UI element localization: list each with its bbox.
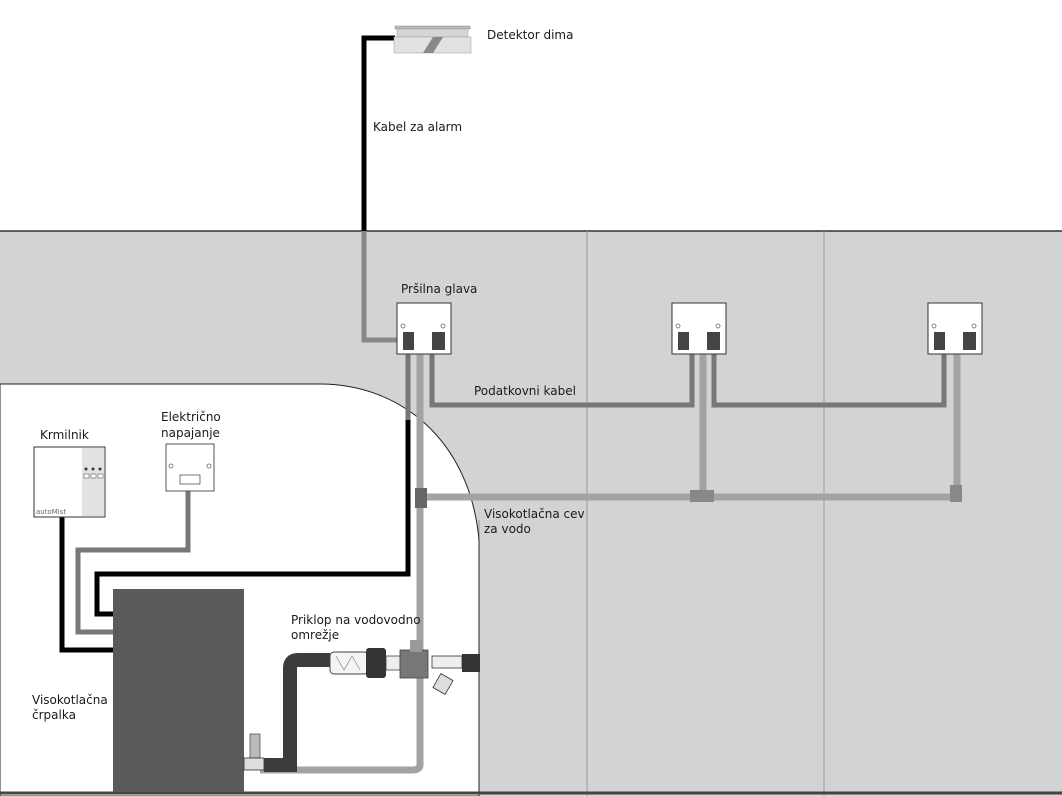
alarm-cable-in-wall	[361, 231, 398, 343]
pipe-tee-fitting	[690, 490, 714, 502]
controller-brand: autoMist	[36, 508, 67, 516]
pump-label-line1: Visokotlačna	[32, 693, 108, 707]
spray-head	[396, 302, 452, 355]
power-supply-box	[165, 443, 215, 492]
water-hose-label-line1: Visokotlačna cev	[484, 507, 585, 521]
data-cable-label: Podatkovni kabel	[474, 384, 576, 398]
controller-cable	[59, 515, 113, 653]
valve-tag-icon	[432, 673, 454, 695]
water-supply-hose	[264, 653, 330, 772]
pump-outlet-fitting	[249, 733, 261, 759]
water-connection-label-line1: Priklop na vodovodno	[291, 613, 421, 627]
smoke-detector	[393, 25, 472, 54]
water-filter	[329, 648, 401, 678]
high-pressure-pump	[113, 589, 244, 792]
power-supply-label-line2: napajanje	[161, 426, 220, 440]
pipe-tee-fitting	[415, 488, 427, 508]
controller-label: Krmilnik	[40, 428, 89, 442]
alarm-cable-label: Kabel za alarm	[373, 120, 463, 134]
water-hose-label-line2: za vodo	[484, 522, 531, 536]
pump-label-line2: črpalka	[32, 708, 76, 722]
water-pipe	[260, 354, 424, 774]
water-connection-label-line2: omrežje	[291, 628, 340, 642]
shutoff-valve	[399, 640, 480, 695]
spray-head	[671, 302, 727, 355]
data-cable	[429, 354, 695, 408]
spray-head	[927, 302, 983, 355]
pipe-tee-fitting	[950, 485, 962, 502]
smoke-detector-label: Detektor dima	[487, 28, 574, 42]
data-cable	[711, 354, 947, 408]
alarm-cable-to-pump	[94, 420, 411, 617]
controller-unit	[33, 446, 106, 518]
power-supply-label-line1: Električno	[161, 410, 221, 424]
detector-vent-icon	[423, 37, 443, 53]
spray-head-label: Pršilna glava	[401, 282, 478, 296]
power-cable	[75, 485, 191, 635]
pump-outlet-fitting	[243, 757, 265, 771]
alarm-cable	[361, 35, 395, 231]
